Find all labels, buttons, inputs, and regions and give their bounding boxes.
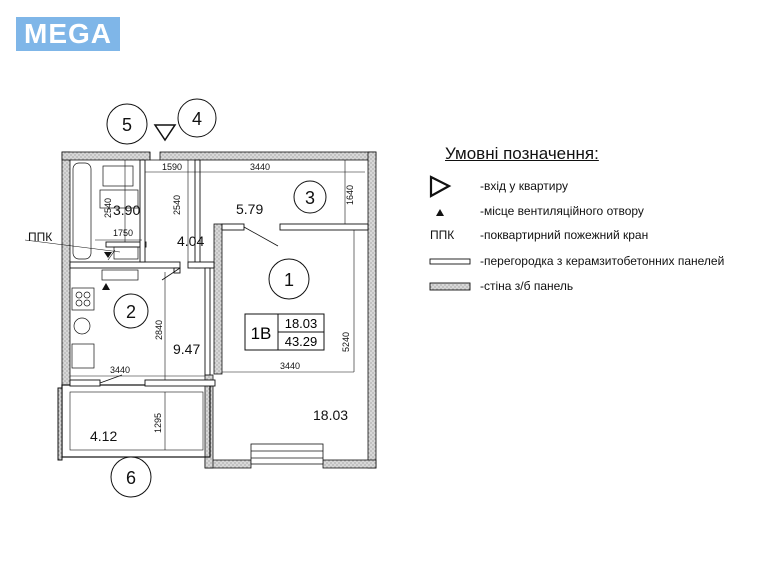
legend-item-partition: -перегородка з керамзитобетонних панелей — [480, 254, 725, 268]
outer-walls — [61, 151, 377, 469]
legend-title: Умовні позначення: — [445, 144, 599, 163]
vent-triangle-icon — [102, 283, 110, 290]
room-circle-6 — [110, 456, 152, 498]
dim-1590: 1590 — [162, 162, 182, 172]
dim-3440-left: 3440 — [110, 365, 130, 375]
room-circle-3 — [293, 180, 327, 214]
room-number-4: 4 — [192, 109, 202, 129]
fixtures — [71, 162, 139, 369]
room-area-6: 4.12 — [90, 428, 117, 444]
balcony-outline — [57, 384, 211, 461]
legend-item-vent: -місце вентиляційного отвору — [480, 204, 644, 218]
entry-triangle-icon — [429, 175, 452, 198]
entry-triangle-icon — [153, 124, 177, 142]
room-circle-2 — [113, 293, 149, 329]
dimension-lines — [24, 160, 365, 450]
legend-item-entry: -вхід у квартиру — [480, 179, 569, 193]
window-bottom — [250, 443, 324, 465]
room-area-4: 4.04 — [177, 233, 204, 249]
dim-3440-top: 3440 — [250, 162, 270, 172]
dim-5240: 5240 — [341, 332, 351, 352]
room-number-3: 3 — [305, 188, 315, 208]
room-circle-5 — [106, 103, 148, 145]
room-area-1: 18.03 — [313, 407, 348, 423]
apartment-label: 1В 18.03 43.29 — [244, 313, 325, 351]
partitions — [69, 159, 369, 387]
sink-icon — [73, 317, 91, 335]
room-number-1: 1 — [284, 270, 294, 290]
partition-panel-icon — [429, 258, 471, 265]
dim-1640: 1640 — [345, 185, 355, 205]
mega-logo: MEGA — [16, 17, 120, 51]
room-number-6: 6 — [126, 468, 136, 488]
room-area-5: 3.90 — [113, 202, 140, 218]
apartment-total-area: 43.29 — [285, 334, 318, 349]
room-number-2: 2 — [126, 302, 136, 322]
room-circle-1 — [268, 258, 310, 300]
concrete-wall-icon — [429, 282, 471, 291]
vent-triangle-icon — [104, 252, 112, 258]
dim-3440-mid: 3440 — [280, 361, 300, 371]
stove-icon — [71, 287, 95, 311]
room-circle-4 — [177, 98, 217, 138]
legend-item-wall: -стіна з/б панель — [480, 279, 574, 293]
room-number-5: 5 — [122, 115, 132, 135]
apartment-type: 1В — [251, 324, 272, 343]
dim-2540-b: 2540 — [172, 195, 182, 215]
ppk-label: ППК — [28, 230, 52, 244]
room-area-3: 5.79 — [236, 201, 263, 217]
vent-triangle-icon — [436, 209, 444, 216]
dim-1295: 1295 — [153, 413, 163, 433]
dim-1750: 1750 — [113, 228, 133, 238]
room-area-2: 9.47 — [173, 341, 200, 357]
dim-2540-a: 2540 — [103, 198, 113, 218]
apartment-living-area: 18.03 — [285, 316, 318, 331]
dim-2840: 2840 — [154, 320, 164, 340]
legend-item-ppk: ППК-поквартирний пожежний кран — [430, 228, 649, 242]
